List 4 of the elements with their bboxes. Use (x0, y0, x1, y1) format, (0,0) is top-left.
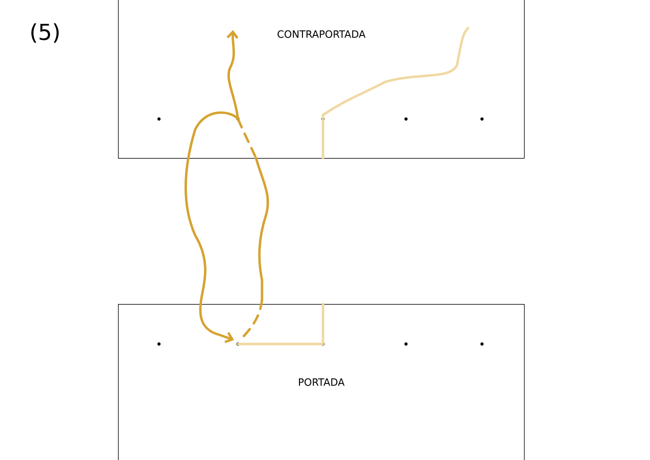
thread-arrow (184, 30, 240, 344)
page-box: CONTRAPORTADA (118, 0, 525, 159)
page-box: PORTADA (118, 304, 525, 460)
step-number: (5) (31, 23, 59, 43)
